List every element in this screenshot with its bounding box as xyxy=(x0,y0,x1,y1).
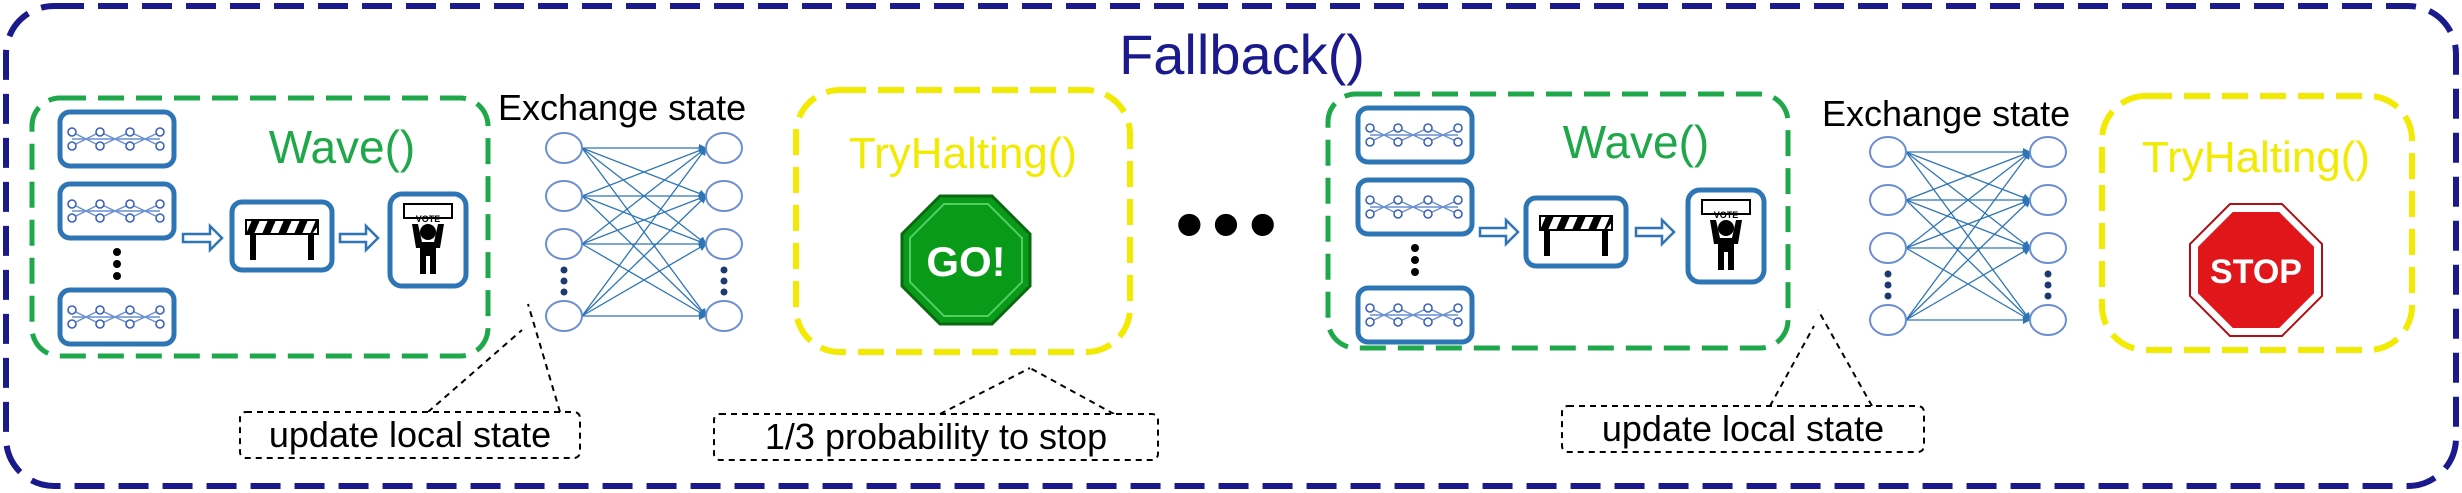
vote-text: VOTE xyxy=(416,214,441,224)
left-tryhalting-label: TryHalting() xyxy=(849,129,1077,178)
left-wave-frame xyxy=(29,95,491,359)
network-icon xyxy=(1358,288,1472,342)
go-sign-text: GO! xyxy=(926,238,1005,285)
left-wave-block: Wave() VOTE xyxy=(29,95,491,359)
right-wave-frame xyxy=(1325,91,1791,351)
barrier-icon xyxy=(232,202,332,270)
vertical-dots xyxy=(1411,244,1419,276)
right-tryhalting-label: TryHalting() xyxy=(2142,133,2370,182)
right-update-text: update local state xyxy=(1602,408,1884,449)
left-update-note: update local state xyxy=(239,303,581,459)
stop-sign-icon: STOP xyxy=(2189,203,2323,337)
hollow-arrow xyxy=(338,222,380,254)
right-wave-block: Wave() VOTE xyxy=(1325,91,1791,351)
network-icon xyxy=(60,184,174,238)
right-exchange-label: Exchange state xyxy=(1822,93,2070,134)
right-update-note: update local state xyxy=(1561,309,1925,453)
voter-icon xyxy=(1688,190,1764,282)
fallback-title: Fallback() xyxy=(1119,23,1365,86)
hollow-arrow xyxy=(181,222,224,254)
voter-icon xyxy=(390,194,466,286)
left-wave-label: Wave() xyxy=(269,121,416,173)
left-exchange-label: Exchange state xyxy=(498,87,746,128)
network-icon xyxy=(1358,108,1472,162)
hollow-arrow xyxy=(1478,216,1520,248)
right-wave-label: Wave() xyxy=(1563,116,1710,168)
go-sign-icon: GO! xyxy=(900,194,1032,326)
network-icon xyxy=(60,112,174,166)
network-icon xyxy=(546,133,742,331)
right-tryhalting-block: TryHalting() STOP xyxy=(2099,93,2415,353)
network-icon xyxy=(1358,180,1472,234)
network-icon xyxy=(60,290,174,344)
probability-text: 1/3 probability to stop xyxy=(765,416,1107,457)
probability-note: 1/3 probability to stop xyxy=(713,367,1159,461)
hollow-arrow xyxy=(1634,216,1676,248)
left-tryhalting-block: TryHalting() GO! xyxy=(793,87,1133,355)
left-tryhalting-frame xyxy=(793,87,1133,355)
left-exchange-block: Exchange state xyxy=(498,87,746,331)
network-icon xyxy=(1870,137,2066,335)
barrier-icon xyxy=(1526,198,1626,266)
vertical-dots xyxy=(113,248,121,280)
left-update-text: update local state xyxy=(269,414,551,455)
fallback-frame xyxy=(3,3,2459,489)
right-exchange-block: Exchange state xyxy=(1822,93,2070,335)
vote-text: VOTE xyxy=(1714,210,1739,220)
horizontal-ellipsis: ••• xyxy=(1175,179,1285,270)
stop-sign-text: STOP xyxy=(2210,253,2302,291)
